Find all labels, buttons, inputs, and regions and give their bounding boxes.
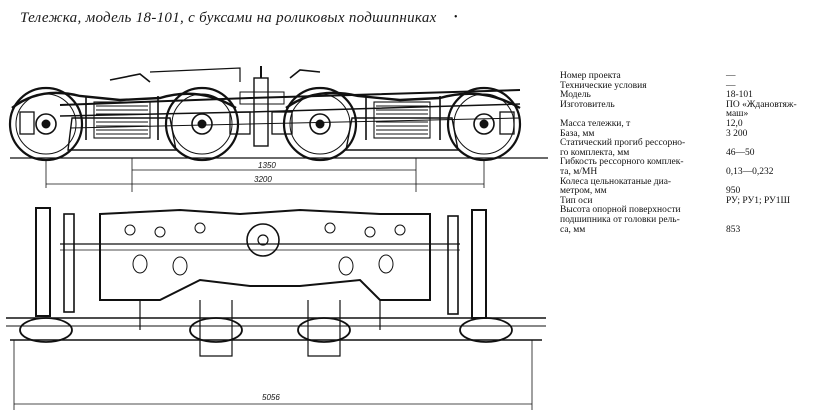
spec-label: Статический прогиб рессорно- <box>560 138 686 149</box>
plan-view: 5056 <box>6 207 546 410</box>
dim-span: 3200 <box>254 175 272 184</box>
spec-value: — <box>726 71 736 81</box>
spec-value: 0,13—0,232 <box>726 166 774 177</box>
spec-row: — Номер проекта <box>560 71 820 82</box>
spec-row: маш» <box>560 110 820 120</box>
spec-row: 12,0 Масса тележки, т <box>560 118 820 130</box>
spec-value: — <box>726 80 736 91</box>
spec-row: — Технические условия <box>560 80 820 92</box>
spec-label: са, мм <box>560 224 586 235</box>
spec-value: 950 <box>726 186 741 197</box>
spec-label: го комплекта, мм <box>560 147 630 158</box>
spec-label: Высота опорной поверхности <box>560 205 681 216</box>
spec-value: 18-101 <box>726 90 753 101</box>
spec-row: 18-101 Модель <box>560 91 820 101</box>
side-view: 1350 3200 <box>8 66 548 192</box>
spec-row: Гибкость рессорного комплек- <box>560 158 820 168</box>
title-mark: • <box>454 12 458 23</box>
spec-label: Гибкость рессорного комплек- <box>560 157 684 168</box>
spec-row: РУ; РУ1; РУ1Ш Тип оси <box>560 195 820 207</box>
dim-base: 1350 <box>258 161 276 170</box>
spec-row: 853 са, мм <box>560 224 820 236</box>
spec-value: РУ; РУ1; РУ1Ш <box>726 195 791 206</box>
spec-row: Высота опорной поверхности <box>560 206 820 216</box>
spec-value: маш» <box>726 109 749 120</box>
spec-label: та, м/МН <box>560 166 598 177</box>
spec-row: 46—50 го комплекта, мм <box>560 147 820 159</box>
spec-row: Статический прогиб рессорно- <box>560 139 820 149</box>
spec-row: подшипника от головки рель- <box>560 214 820 226</box>
spec-label: метром, мм <box>560 186 607 197</box>
spec-label: Изготовитель <box>560 99 615 110</box>
spec-value: 853 <box>726 224 741 235</box>
spec-value: 12,0 <box>726 118 743 129</box>
spec-label: Колеса цельнокатаные диа- <box>560 176 672 187</box>
spec-row: 0,13—0,232 та, м/МН <box>560 166 820 178</box>
spec-value: 3 200 <box>726 128 748 139</box>
spec-value: 46—50 <box>726 147 755 158</box>
spec-row: 950 метром, мм <box>560 187 820 197</box>
spec-label: подшипника от головки рель- <box>560 214 680 225</box>
spec-label: База, мм <box>560 128 595 139</box>
figure-title: Тележка, модель 18-101, с буксами на рол… <box>20 10 437 26</box>
spec-value: ПО «Ждановтяж- <box>726 99 797 110</box>
right-bogie-wheels <box>282 86 522 162</box>
dim-overall: 5056 <box>262 393 280 402</box>
spec-row: Колеса цельнокатаные диа- <box>560 176 820 188</box>
spec-label: Номер проекта <box>560 71 621 81</box>
spec-label: Модель <box>560 90 591 101</box>
spec-label: Масса тележки, т <box>560 118 631 129</box>
spec-row: 3 200 База, мм <box>560 128 820 140</box>
spec-label: Технические условия <box>560 80 647 91</box>
spec-row: ПО «Ждановтяж- Изготовитель <box>560 99 820 111</box>
spec-label: Тип оси <box>560 195 593 206</box>
